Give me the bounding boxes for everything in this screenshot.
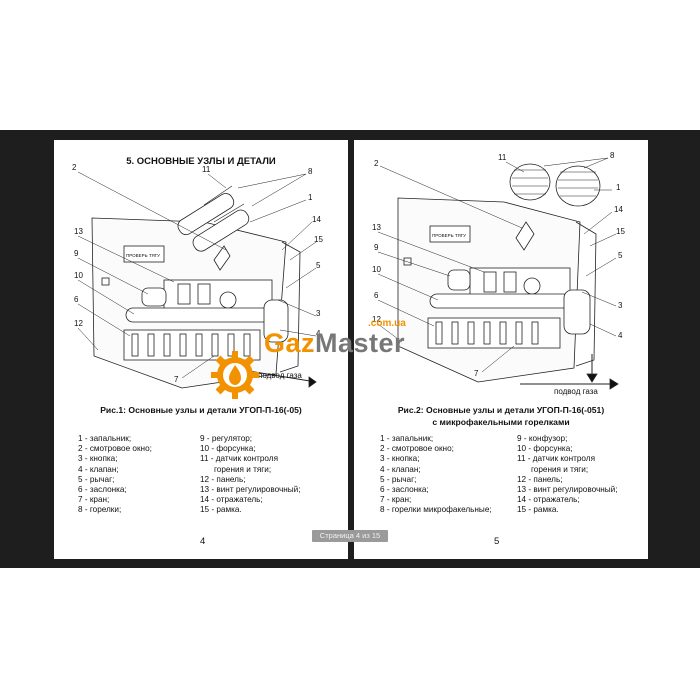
gazmaster-watermark: .com.ua GazMaster [208, 318, 448, 414]
callout-10: 10 [372, 265, 381, 274]
callout-13: 13 [372, 223, 381, 232]
callout-3: 3 [618, 301, 623, 310]
callout-1: 1 [308, 193, 313, 202]
callout-15: 15 [616, 227, 625, 236]
plate-text: ПРОВЕРЬ ТЯГУ [432, 233, 466, 238]
figure-1-caption: Рис.1: Основные узлы и детали УГОП-П-16(… [100, 405, 302, 415]
callout-13: 13 [74, 227, 83, 236]
section-title: 5. ОСНОВНЫЕ УЗЛЫ И ДЕТАЛИ [126, 156, 276, 167]
callout-15: 15 [314, 235, 323, 244]
callout-7: 7 [174, 375, 179, 384]
page-indicator: Страница 4 из 15 [312, 530, 388, 542]
callout-3: 3 [316, 309, 321, 318]
gear-flame-icon [211, 351, 259, 399]
gas-inlet-label: подвод газа [554, 387, 598, 396]
watermark-domain: .com.ua [368, 318, 406, 329]
callout-14: 14 [312, 215, 321, 224]
callout-9: 9 [74, 249, 79, 258]
callout-4: 4 [618, 331, 623, 340]
callout-5: 5 [316, 261, 321, 270]
gas-inlet-label: подвод газа [258, 371, 302, 380]
page-number: 4 [200, 536, 206, 547]
callout-7: 7 [474, 369, 479, 378]
watermark-brand: GazMaster [264, 328, 406, 358]
callout-5: 5 [618, 251, 623, 260]
figure-2-diagram: 2 11 8 1 14 15 5 3 4 13 9 10 6 12 7 подв… [372, 151, 625, 396]
callout-8: 8 [610, 151, 615, 160]
callout-6: 6 [374, 291, 379, 300]
callout-9: 9 [374, 243, 379, 252]
callout-6: 6 [74, 295, 79, 304]
page-number: 5 [494, 536, 500, 547]
callout-2: 2 [374, 159, 379, 168]
plate-text: ПРОВЕРЬ ТЯГУ [126, 253, 160, 258]
callout-8: 8 [308, 167, 313, 176]
callout-14: 14 [614, 205, 623, 214]
legend-column-2: 9 - регулятор; 10 - форсунка; 11 - датчи… [200, 434, 301, 515]
document-page-5: 2 11 8 1 14 15 5 3 4 13 9 10 6 12 7 подв… [354, 140, 648, 559]
legend-column-1: 1 - запальник; 2 - смотровое окно; 3 - к… [380, 434, 492, 515]
callout-2: 2 [72, 163, 77, 172]
callout-12: 12 [74, 319, 83, 328]
callout-12: 12 [372, 315, 381, 324]
callout-11: 11 [498, 153, 507, 162]
callout-11: 11 [202, 165, 211, 174]
callout-4: 4 [316, 329, 321, 338]
callout-10: 10 [74, 271, 83, 280]
callout-1: 1 [616, 183, 621, 192]
figure-2-caption: Рис.2: Основные узлы и детали УГОП-П-16(… [397, 405, 605, 427]
legend-column-2: 9 - конфузор; 10 - форсунка; 11 - датчик… [517, 434, 618, 515]
legend-column-1: 1 - запальник; 2 - смотровое окно; 3 - к… [78, 434, 152, 515]
